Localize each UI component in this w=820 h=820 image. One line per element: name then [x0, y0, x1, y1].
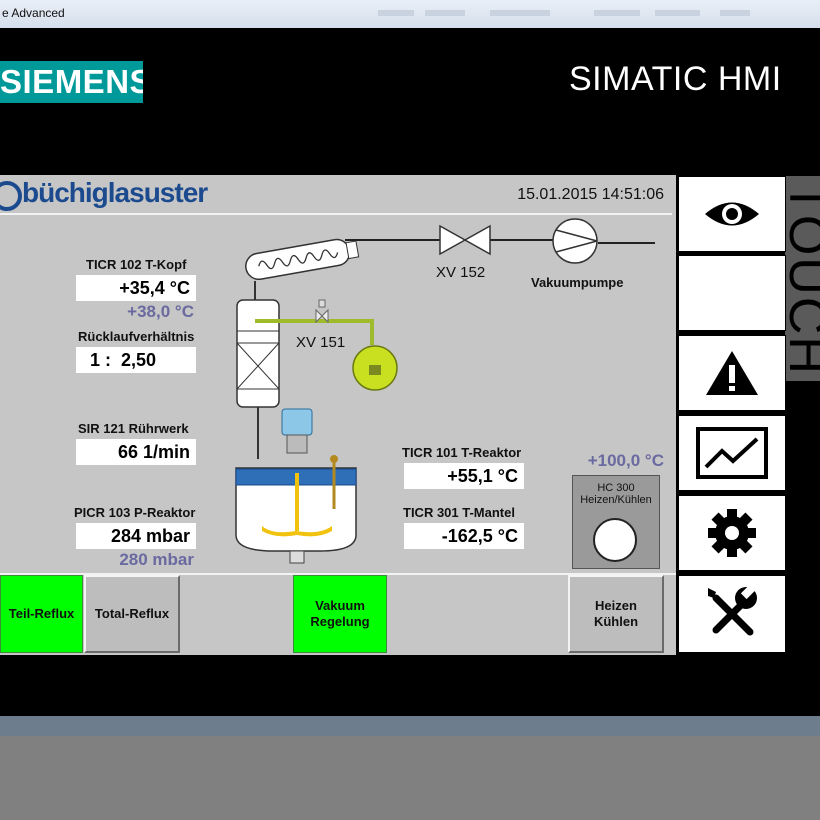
warning-icon [706, 351, 758, 395]
window-bottom [0, 736, 820, 820]
distillation-column [236, 299, 280, 408]
reflux-ratio-value[interactable]: 1 : 2,50 [76, 347, 196, 373]
titlebar-ghost [425, 10, 465, 16]
blank-button[interactable] [678, 255, 786, 331]
screen-header [0, 175, 672, 215]
tools-button[interactable] [678, 575, 786, 653]
settings-button[interactable] [678, 495, 786, 571]
picr103-value[interactable]: 284 mbar [76, 523, 196, 549]
reflux-ratio-label: Rücklaufverhältnis [78, 329, 195, 344]
trend-button[interactable] [678, 415, 786, 491]
company-logo-icon [0, 181, 22, 211]
vacuum-pump-icon [552, 218, 598, 264]
valve-xv152-label: XV 152 [436, 264, 486, 281]
heizen-kuehlen-button[interactable]: Heizen Kühlen [568, 575, 664, 653]
vakuum-regelung-button[interactable]: Vakuum Regelung [293, 575, 387, 653]
trend-icon [696, 427, 768, 479]
view-button[interactable] [678, 176, 786, 252]
teil-reflux-button[interactable]: Teil-Reflux [0, 575, 83, 653]
receiver-vessel [352, 345, 398, 391]
bottom-strip [0, 716, 820, 736]
sir121-value[interactable]: 66 1/min [76, 439, 196, 465]
valve-xv152-icon [439, 224, 491, 256]
heizen-kuehlen-label-2: Kühlen [593, 614, 639, 629]
valve-xv151-label: XV 151 [296, 334, 346, 351]
ticr301-value[interactable]: -162,5 °C [404, 523, 524, 549]
heizen-kuehlen-label-1: Heizen [595, 598, 637, 613]
titlebar-ghost [655, 10, 700, 16]
touch-text: TOUCH [785, 182, 820, 376]
titlebar-ghost [720, 10, 750, 16]
titlebar-ghost [490, 10, 550, 16]
ticr301-label: TICR 301 T-Mantel [403, 505, 515, 520]
reflux-line [255, 299, 374, 345]
titlebar-ghost [594, 10, 640, 16]
product-name: SIMATIC HMI [569, 60, 782, 98]
reactor [235, 408, 357, 564]
alarm-button[interactable] [678, 335, 786, 411]
condenser [245, 238, 360, 281]
datetime: 15.01.2015 14:51:06 [517, 186, 664, 203]
picr103-label: PICR 103 P-Reaktor [74, 505, 196, 520]
window-titlebar: e Advanced [0, 0, 820, 29]
ticr102-value[interactable]: +35,4 °C [76, 275, 196, 301]
sir121-label: SIR 121 Rührwerk [78, 421, 189, 436]
titlebar-ghost [378, 10, 414, 16]
vakuum-regelung-label-2: Regelung [310, 614, 370, 629]
ticr102-setpoint[interactable]: +38,0 °C [127, 302, 194, 321]
process-diagram [235, 218, 655, 564]
vakuum-regelung-label-1: Vakuum [315, 598, 365, 613]
tools-icon [708, 584, 757, 636]
company-logo: büchiglasuster [22, 177, 208, 208]
circulator-icon [593, 518, 637, 562]
gear-icon [708, 509, 756, 557]
ticr101-label: TICR 101 T-Reaktor [402, 445, 522, 460]
vacuum-pump-label: Vakuumpumpe [531, 275, 624, 290]
siemens-logo: SIEMENS [0, 61, 143, 103]
total-reflux-button[interactable]: Total-Reflux [84, 575, 180, 653]
picr103-setpoint[interactable]: 280 mbar [119, 550, 194, 569]
touch-label: TOUCH [785, 176, 820, 381]
eye-icon [705, 202, 759, 226]
window-title: e Advanced [2, 6, 65, 20]
ticr102-label: TICR 102 T-Kopf [86, 257, 187, 272]
hc300-setpoint[interactable]: +100,0 °C [587, 451, 664, 470]
ticr101-value[interactable]: +55,1 °C [404, 463, 524, 489]
